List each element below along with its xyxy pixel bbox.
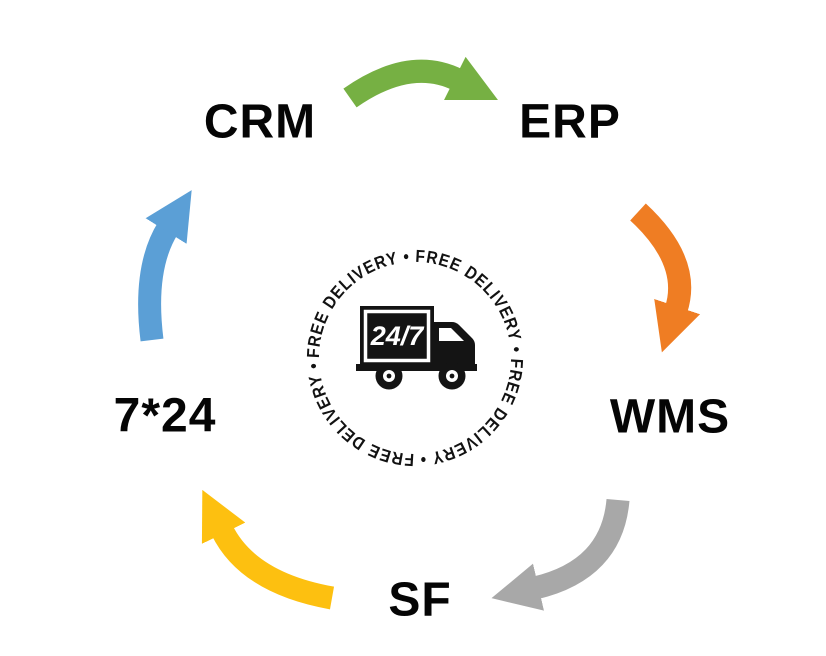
arrow-724-to-crm xyxy=(138,190,192,342)
arrow-wms-to-sf xyxy=(491,498,630,611)
node-crm: CRM xyxy=(203,95,317,149)
truck-cargo-frame xyxy=(363,309,431,363)
node-sf: SF xyxy=(388,573,452,627)
truck-window xyxy=(439,328,464,341)
arrow-erp-to-wms xyxy=(630,203,701,353)
free-delivery-badge: FREE DELIVERY • FREE DELIVERY • FREE DEL… xyxy=(303,246,526,470)
truck-chassis xyxy=(356,364,477,371)
truck-rear-wheel-hub xyxy=(386,373,392,379)
arrow-crm-to-erp xyxy=(343,56,498,108)
node-7x24: 7*24 xyxy=(113,389,217,443)
node-wms: WMS xyxy=(609,390,731,444)
truck-24-7-label: 24/7 xyxy=(370,321,426,351)
node-erp: ERP xyxy=(519,95,621,149)
truck-cargo-box xyxy=(360,306,434,366)
delivery-truck-icon: 24/7 xyxy=(356,306,477,390)
arrow-sf-to-724 xyxy=(201,489,335,610)
truck-front-wheel-hub xyxy=(449,373,455,379)
